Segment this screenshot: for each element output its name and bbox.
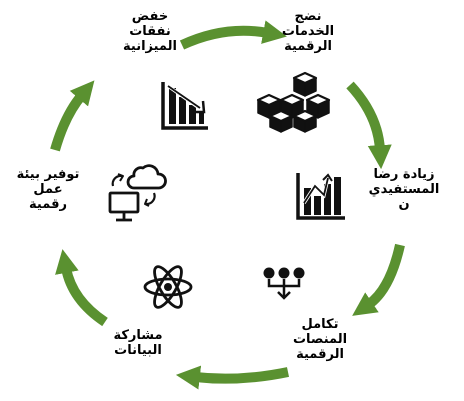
label-line: نضج (294, 9, 322, 24)
arrow-left-top (50, 80, 95, 152)
label-line: توفير بيئة (16, 167, 80, 182)
label-line: رقمية (29, 197, 67, 212)
label-reduce-budget-costs: خفض نفقات الميزانية (110, 9, 190, 54)
label-data-sharing: مشاركة البيانات (98, 328, 178, 358)
label-digital-services-maturity: نضج الخدمات الرقمية (263, 9, 353, 54)
arrow-bottom-left (55, 249, 108, 327)
label-line: الرقمية (284, 39, 332, 54)
network-hierarchy-icon (263, 267, 305, 300)
connected-cubes-icon (256, 71, 331, 133)
arrow-top-right (346, 81, 392, 170)
label-line: المنصات (292, 332, 348, 347)
label-line: زيادة رضا (373, 167, 435, 182)
label-line: عمل (33, 182, 63, 197)
bar-chart-increase-icon (296, 173, 345, 220)
label-line: تكامل (301, 317, 339, 332)
label-line: الرقمية (296, 347, 344, 362)
label-line: المستفيدي (368, 182, 440, 197)
label-line: مشاركة (113, 328, 163, 343)
label-digital-work-environment: توفير بيئة عمل رقمية (0, 167, 96, 212)
arrow-right-bottom (352, 243, 405, 316)
bar-chart-decrease-icon (161, 82, 208, 130)
arrow-top (179, 20, 287, 50)
cloud-computer-sync-icon (108, 164, 167, 222)
label-line: البيانات (114, 343, 162, 358)
label-beneficiary-satisfaction: زيادة رضا المستفيدي ن (354, 167, 454, 212)
atom-icon (143, 265, 193, 309)
label-platform-integration: تكامل المنصات الرقمية (270, 317, 370, 362)
label-line: خفض (131, 9, 169, 24)
label-line: نفقات (129, 24, 171, 39)
label-line: الخدمات (281, 24, 335, 39)
label-line: ن (398, 197, 410, 212)
arrow-bottom (175, 365, 290, 390)
label-line: الميزانية (123, 39, 177, 54)
